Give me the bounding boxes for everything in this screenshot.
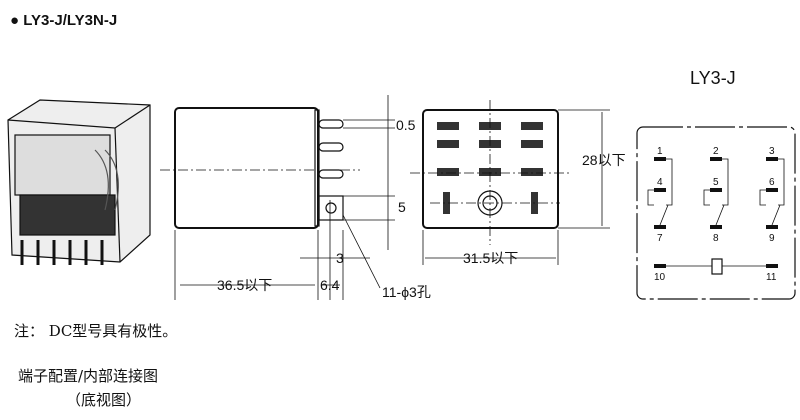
caption-title: 端子配置/内部连接图: [18, 367, 159, 385]
section-header: ● LY3-J/LY3N-J: [10, 12, 117, 29]
pin-label: 3: [769, 146, 775, 157]
pin-label: 7: [657, 233, 663, 244]
pin-label: 8: [713, 233, 719, 244]
caption-subtitle: （底视图）: [66, 391, 142, 409]
note-label: 注：: [14, 322, 45, 340]
pin-label: 10: [654, 272, 666, 283]
pin-labels: 1 2 3 4 5 6 7 8 9 10 11: [654, 146, 777, 283]
dim-overall-length: 36.5以下: [217, 277, 272, 293]
dim-pin-pitch: 5: [398, 199, 406, 215]
dim-holes: 11-ϕ3孔: [382, 284, 431, 300]
pin-label: 4: [657, 177, 663, 188]
bullet: ●: [10, 12, 20, 29]
dim-width: 31.5以下: [463, 250, 518, 266]
note-text: DC型号具有极性。: [48, 322, 178, 340]
side-view: [160, 95, 395, 300]
pin-label: 5: [713, 177, 719, 188]
dim-pin-width: 0.5: [396, 117, 416, 133]
dim-tab: 3: [336, 250, 344, 266]
pin-label: 9: [769, 233, 775, 244]
schematic-title: LY3-J: [690, 68, 736, 88]
model-title: LY3-J/LY3N-J: [23, 12, 118, 29]
bottom-view: [410, 100, 610, 265]
dim-height: 28以下: [582, 152, 626, 168]
pin-label: 1: [657, 146, 663, 157]
pin-label: 6: [769, 177, 775, 188]
polarity-note: 注： DC型号具有极性。: [14, 320, 177, 341]
pin-label: 2: [713, 146, 719, 157]
terminal-schematic: [636, 126, 796, 300]
relay-illustration: [7, 99, 151, 265]
dim-tab-length: 6.4: [320, 277, 340, 293]
pin-label: 11: [766, 272, 777, 283]
